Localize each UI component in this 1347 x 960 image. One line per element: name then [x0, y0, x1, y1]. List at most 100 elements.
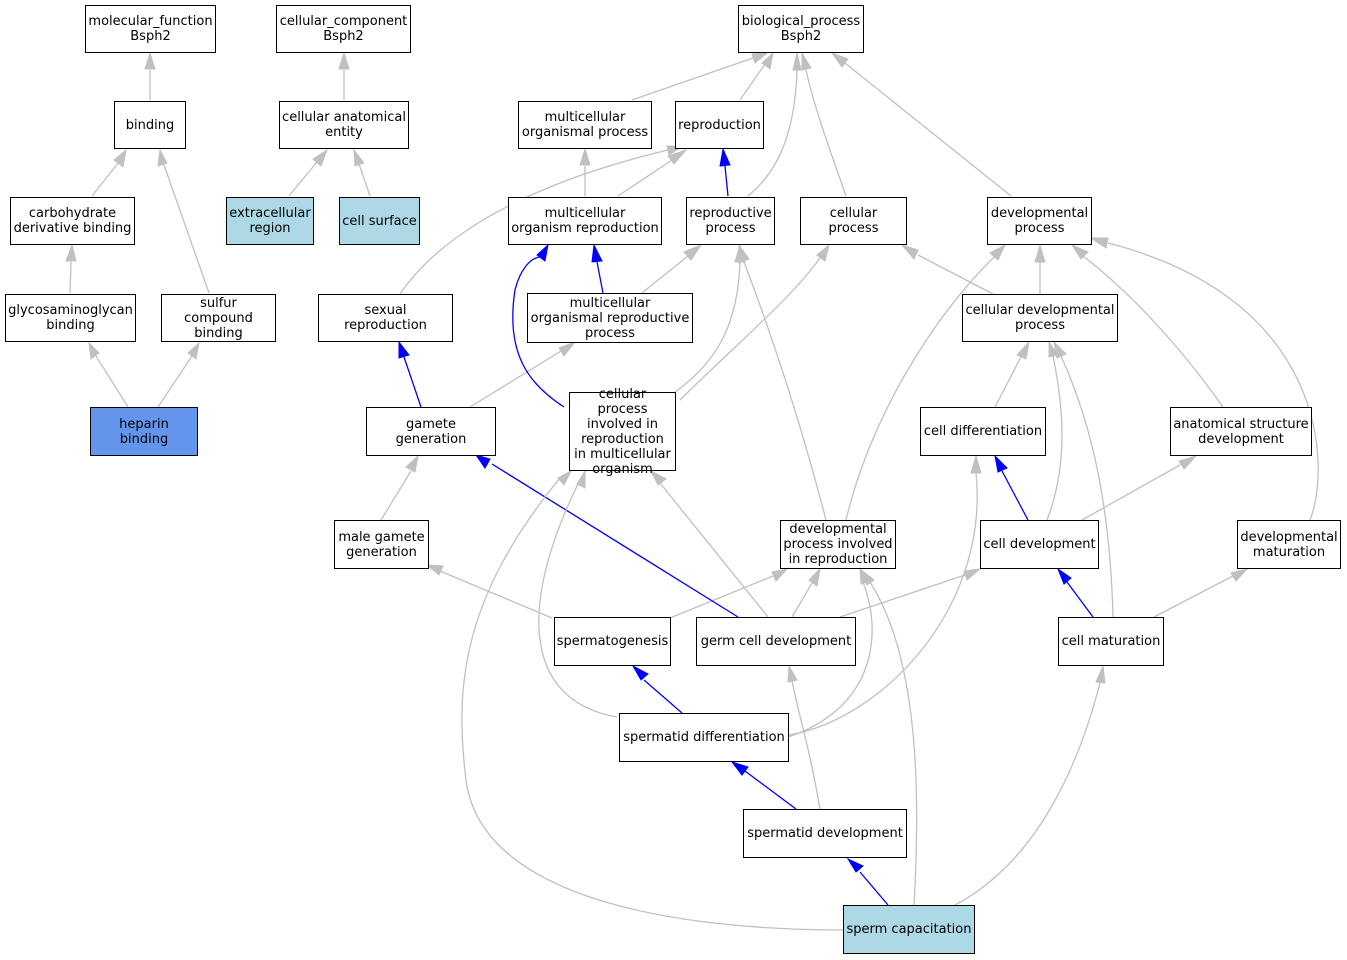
edge-line — [805, 69, 847, 197]
edge-arrowhead — [88, 341, 100, 360]
edge-arrowhead — [900, 244, 919, 260]
node-molecular-function[interactable]: molecular_function Bsph2 — [85, 5, 216, 53]
edge-line — [744, 770, 797, 810]
node-germ-cell-development[interactable]: germ cell development — [696, 617, 856, 666]
edge-arrowhead — [579, 147, 591, 166]
edge-line — [288, 161, 318, 197]
edge-arrowhead — [1053, 340, 1067, 359]
edge-arrowhead — [113, 148, 127, 168]
edge-arrowhead — [338, 51, 350, 70]
node-gamete-generation[interactable]: gamete generation — [366, 407, 496, 456]
edge-line — [380, 470, 412, 521]
node-male-gamete-generation[interactable]: male gamete generation — [334, 520, 429, 569]
node-sulfur-compound-binding[interactable]: sulfur compound binding — [161, 294, 276, 342]
edge-arrowhead — [312, 148, 328, 167]
node-developmental-maturation[interactable]: developmental maturation — [1237, 520, 1341, 569]
node-developmental-process[interactable]: developmental process — [987, 197, 1092, 245]
edge-line — [631, 57, 754, 101]
edge-line — [617, 159, 673, 197]
edge-arrowhead — [144, 51, 156, 70]
edge-arrowhead — [398, 340, 410, 359]
node-cell-development[interactable]: cell development — [980, 520, 1099, 569]
edge-arrowhead — [792, 52, 802, 71]
edge-arrowhead — [353, 148, 365, 167]
edge-line — [679, 257, 821, 401]
edge-arrowhead — [65, 243, 77, 262]
node-sperm-capacitation[interactable]: sperm capacitation — [843, 905, 975, 954]
edge-line — [844, 62, 1012, 197]
edge-line — [791, 680, 821, 810]
node-extracellular-region[interactable]: extracellular region — [226, 197, 314, 245]
edge-arrowhead — [730, 761, 749, 776]
edge-line — [1001, 470, 1029, 521]
node-cell-maturation[interactable]: cell maturation — [1058, 617, 1164, 666]
node-multicellular-organismal-reproductive-process[interactable]: multicellular organismal reproductive pr… — [527, 293, 693, 343]
node-cellular-process-involved-in-reproduction[interactable]: cellular process involved in reproductio… — [569, 387, 676, 477]
node-reproduction[interactable]: reproduction — [675, 101, 764, 149]
edge-arrowhead — [970, 454, 982, 474]
node-anatomical-structure-development[interactable]: anatomical structure development — [1170, 407, 1312, 456]
edge-arrowhead — [683, 243, 703, 261]
edge-line — [491, 463, 739, 618]
node-cellular-process[interactable]: cellular process — [800, 197, 907, 245]
edge-arrowhead — [405, 454, 419, 473]
node-cellular-developmental-process[interactable]: cellular developmental process — [962, 294, 1118, 342]
edge-line — [1060, 355, 1114, 618]
edge-arrowhead — [425, 564, 444, 576]
edge-line — [69, 261, 72, 294]
node-glycosaminoglycan-binding[interactable]: glycosaminoglycan binding — [5, 294, 136, 342]
node-cell-differentiation[interactable]: cell differentiation — [920, 407, 1046, 456]
edge-arrowhead — [667, 148, 688, 165]
edge-arrowhead — [738, 243, 750, 264]
node-cellular-component[interactable]: cellular_component Bsph2 — [276, 5, 411, 53]
edge-line — [643, 679, 683, 714]
edge-line — [743, 261, 827, 521]
edge-line — [512, 256, 565, 408]
node-spermatid-differentiation[interactable]: spermatid differentiation — [619, 713, 789, 762]
node-heparin-binding[interactable]: heparin binding — [90, 407, 198, 456]
node-carbohydrate-derivative-binding[interactable]: carbohydrate derivative binding — [10, 197, 135, 245]
edge-line — [157, 355, 193, 408]
edge-line — [439, 570, 553, 619]
edge-arrowhead — [989, 243, 1007, 261]
edge-line — [674, 261, 741, 393]
node-cellular-anatomical-entity[interactable]: cellular anatomical entity — [279, 101, 409, 149]
node-binding[interactable]: binding — [114, 101, 186, 149]
node-spermatid-development[interactable]: spermatid development — [743, 809, 907, 858]
edge-line — [845, 255, 996, 521]
edge-line — [95, 355, 129, 408]
node-reproductive-process[interactable]: reproductive process — [686, 197, 775, 245]
edge-line — [788, 471, 978, 736]
edge-arrowhead — [576, 469, 586, 489]
edge-line — [787, 581, 873, 738]
node-biological-process[interactable]: biological_process Bsph2 — [738, 5, 864, 53]
edge-arrowhead — [536, 243, 549, 262]
edge-line — [358, 163, 371, 197]
edge-line — [839, 574, 966, 618]
edge-line — [669, 575, 774, 619]
edge-line — [869, 581, 918, 906]
edge-line — [1107, 242, 1319, 521]
node-multicellular-organismal-process[interactable]: multicellular organismal process — [518, 101, 652, 149]
edge-line — [791, 582, 813, 618]
edge-arrowhead — [1070, 243, 1089, 260]
edge-arrowhead — [1230, 568, 1249, 582]
node-developmental-process-involved-in-reproduction[interactable]: developmental process involved in reprod… — [780, 520, 896, 569]
edge-line — [469, 350, 562, 408]
node-multicellular-organism-reproduction[interactable]: multicellular organism reproduction — [508, 197, 662, 245]
edge-arrowhead — [557, 469, 573, 486]
edge-arrowhead — [808, 567, 821, 587]
edge-arrowhead — [1089, 237, 1109, 249]
node-spermatogenesis[interactable]: spermatogenesis — [554, 617, 671, 666]
edge-line — [162, 161, 210, 294]
edge-arrowhead — [591, 243, 603, 263]
edge-arrowhead — [187, 341, 200, 360]
edge-line — [747, 69, 798, 197]
node-cell-surface[interactable]: cell surface — [339, 197, 420, 245]
edge-arrowhead — [631, 664, 649, 681]
node-sexual-reproduction[interactable]: sexual reproduction — [318, 294, 453, 342]
edge-line — [659, 482, 769, 618]
edge-arrowhead — [816, 243, 830, 262]
edge-line — [1153, 575, 1234, 618]
